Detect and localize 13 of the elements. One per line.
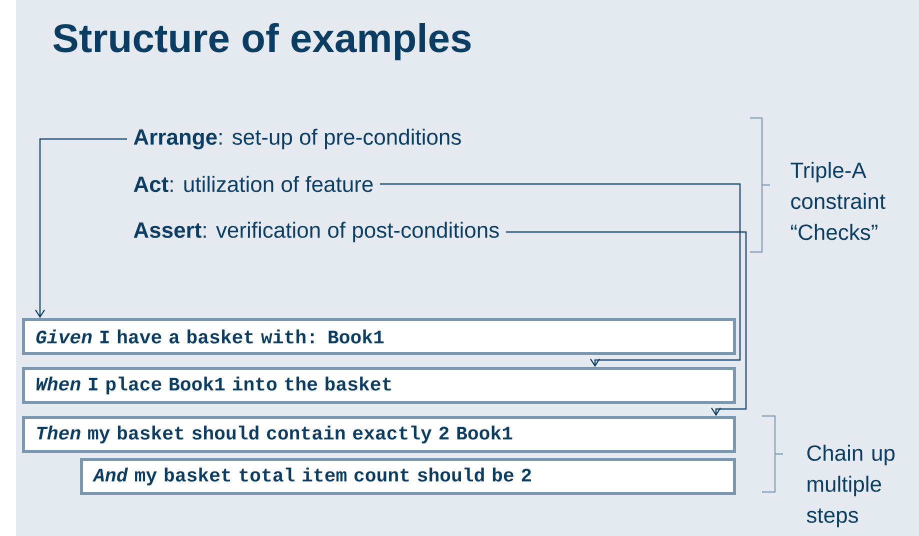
title: Structure of examples [53,23,471,60]
step-box: Given I have a basket with: Book1 [22,318,736,355]
arrow [506,231,747,416]
annotation: Chain up multiple steps [806,444,895,528]
arrow [380,183,741,367]
step-box: And my basket total item count should be 2 [80,458,736,495]
step-description: Arrange: set-up of pre-conditions [134,128,461,150]
arrow [35,138,127,318]
step-description: Act: utilization of feature [134,176,373,192]
annotation: Triple-A constraint “Checks” [790,162,886,240]
step-box: Then my basket should contain exactly 2 Book1 [22,416,736,453]
step-description: Assert: verification of post-conditions [134,222,499,242]
step-box: When I place Book1 into the basket [22,367,736,404]
